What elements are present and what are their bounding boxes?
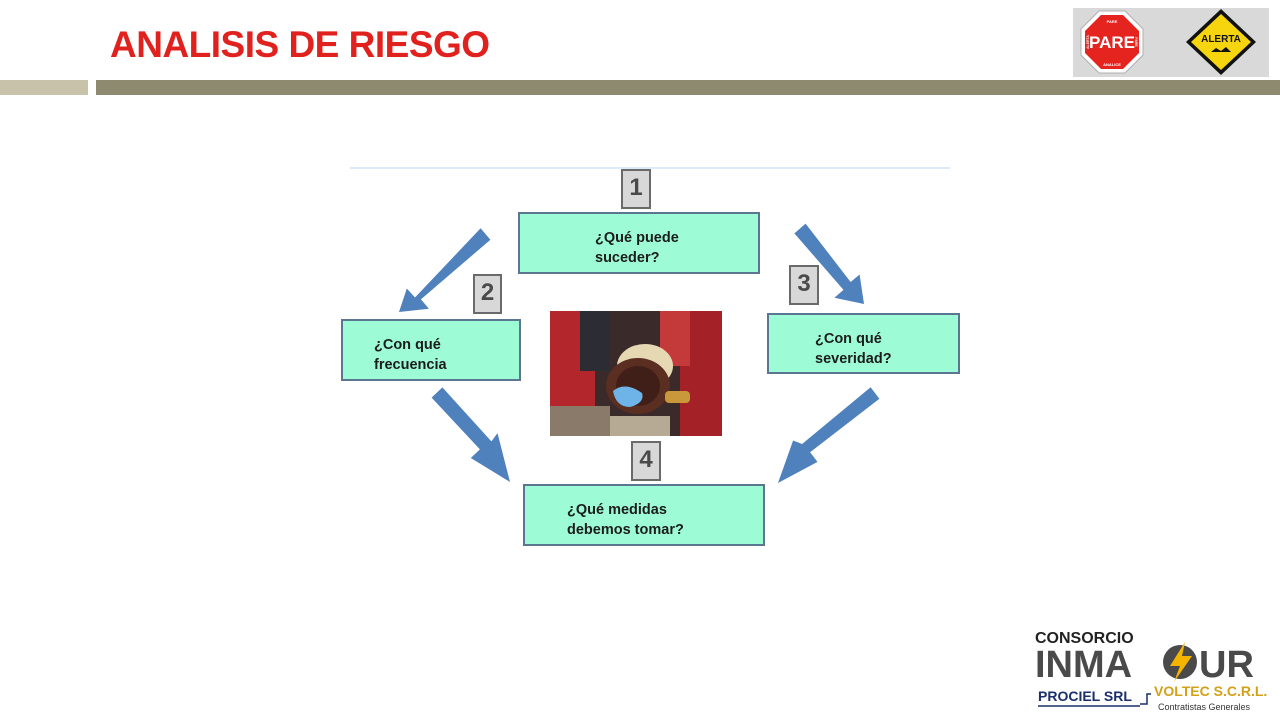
stop-sign-right-text: PARE bbox=[1134, 37, 1138, 47]
arrow-step2-to-step4 bbox=[431, 387, 510, 482]
arrow-step3-to-step4 bbox=[778, 387, 880, 483]
page-title: ANALISIS DE RIESGO bbox=[110, 24, 490, 65]
step-1-text: ¿Qué puede suceder? bbox=[595, 230, 679, 266]
step-1-number: 1 bbox=[621, 169, 651, 209]
logo-consorcio-text: CONSORCIO bbox=[1035, 630, 1134, 647]
header-bar-right bbox=[96, 80, 1280, 95]
step-3-text: ¿Con qué severidad? bbox=[815, 331, 892, 367]
logo-voltec-subtext: Contratistas Generales bbox=[1158, 702, 1251, 712]
rescue-photo bbox=[550, 311, 722, 436]
logo-voltec-text: VOLTEC S.C.R.L. bbox=[1154, 683, 1267, 699]
arrow-step1-to-step2 bbox=[399, 228, 491, 312]
step-3-box: ¿Con qué severidad? bbox=[767, 313, 960, 374]
step-4-text: ¿Qué medidas debemos tomar? bbox=[567, 502, 684, 538]
step-4-number: 4 bbox=[631, 441, 661, 481]
step-1-box: ¿Qué puede suceder? bbox=[518, 212, 760, 274]
stop-sign-left-text: ALERTA bbox=[1086, 35, 1090, 49]
warning-sign-icon: ALERTA bbox=[1186, 9, 1256, 75]
step-2-text: ¿Con qué frecuencia bbox=[374, 337, 447, 373]
logo-bolt-icon bbox=[1170, 642, 1192, 682]
header-signs: PARE PARE ANALICE ALERTA PARE ALERTA bbox=[1073, 8, 1269, 77]
stop-sign-bottom-text: ANALICE bbox=[1103, 62, 1121, 67]
logo-brand-left: INMA bbox=[1035, 644, 1132, 686]
step-3-number: 3 bbox=[789, 265, 819, 305]
warning-sign-word: ALERTA bbox=[1201, 34, 1241, 45]
step-2-number: 2 bbox=[473, 274, 502, 314]
stop-sign-icon: PARE PARE ANALICE ALERTA PARE bbox=[1080, 10, 1144, 74]
logo-prociel-text: PROCIEL SRL bbox=[1038, 688, 1132, 704]
logo-brand-right: UR bbox=[1199, 644, 1254, 686]
header-bar-left bbox=[0, 80, 88, 95]
arrow-step1-to-step3 bbox=[794, 223, 864, 304]
step-2-box: ¿Con qué frecuencia bbox=[341, 319, 521, 381]
step-4-box: ¿Qué medidas debemos tomar? bbox=[523, 484, 765, 546]
company-logo: CONSORCIO INMA UR PROCIEL SRL VOLTEC S.C… bbox=[1030, 624, 1270, 716]
stop-sign-word: PARE bbox=[1089, 33, 1135, 52]
stop-sign-top-text: PARE bbox=[1107, 19, 1118, 24]
